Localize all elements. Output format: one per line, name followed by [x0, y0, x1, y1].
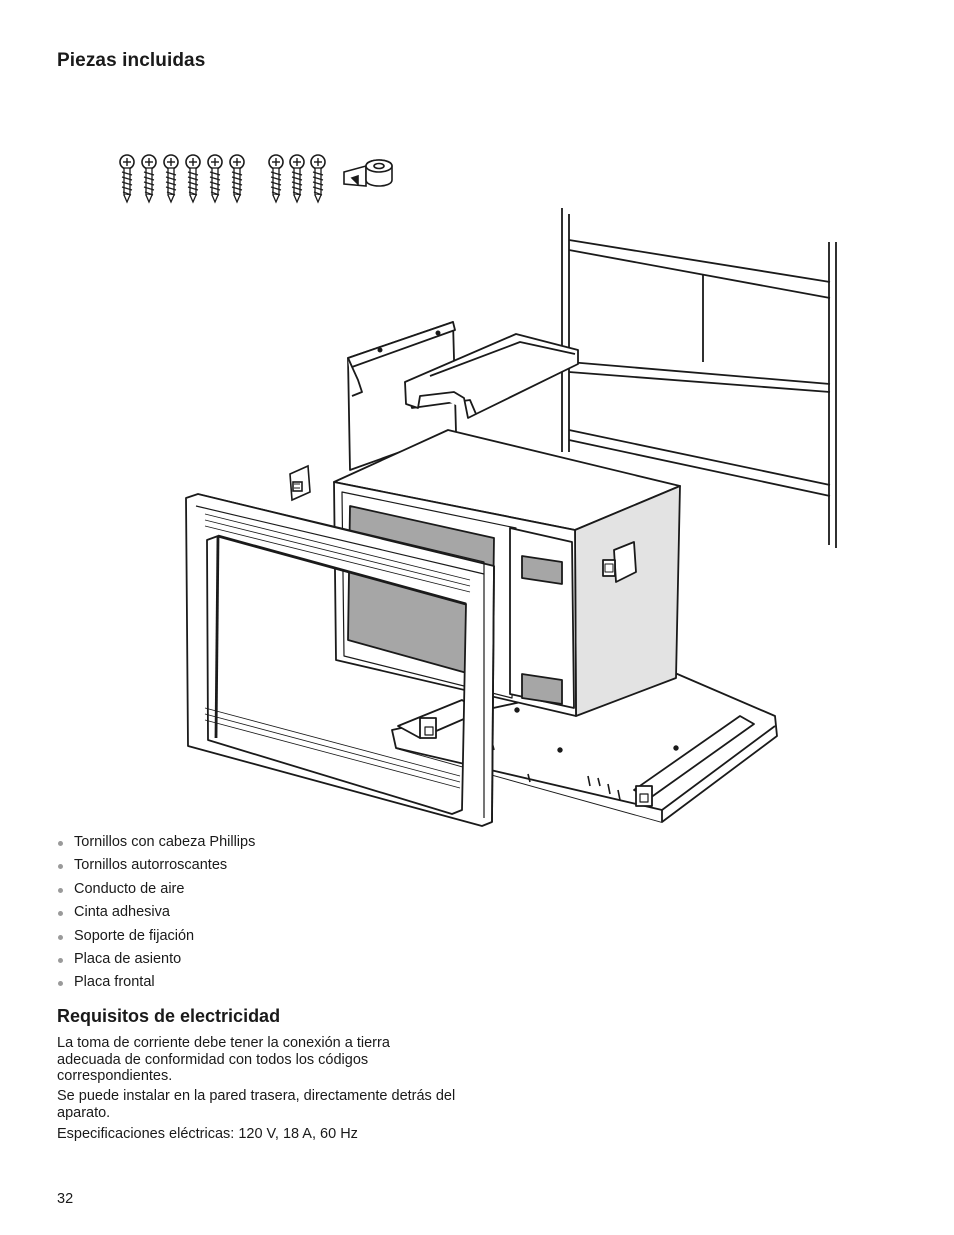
- list-item: Cinta adhesiva: [57, 902, 255, 925]
- list-item: Tornillos con cabeza Phillips: [57, 832, 255, 855]
- adhesive-tape-roll-icon: [343, 159, 393, 187]
- phillips-screw-icon: [119, 154, 245, 203]
- page-title: Piezas incluidas: [57, 50, 206, 71]
- installation-kit-illustration: [119, 154, 837, 827]
- electrical-requirements-heading: Requisitos de electricidad: [57, 1006, 281, 1026]
- mounting-bracket-drawing: [289, 464, 311, 502]
- list-item: Placa frontal: [57, 972, 255, 995]
- list-item: Soporte de fijación: [57, 926, 255, 949]
- cabinet-drawing: [561, 208, 837, 548]
- electrical-specs-paragraph: Especificaciones eléctricas: 120 V, 18 A…: [57, 1126, 358, 1142]
- grounding-paragraph: La toma de corriente debe tener la conex…: [57, 1035, 390, 1084]
- list-item: Conducto de aire: [57, 879, 255, 902]
- air-duct-drawing: [347, 321, 579, 471]
- front-frame-drawing: [185, 493, 495, 827]
- outlet-location-paragraph: Se puede instalar en la pared trasera, d…: [57, 1088, 456, 1121]
- parts-list: Tornillos con cabeza Phillips Tornillos …: [57, 832, 255, 996]
- list-item: Tornillos autorroscantes: [57, 855, 255, 878]
- self-tapping-screw-icon: [268, 154, 326, 203]
- list-item: Placa de asiento: [57, 949, 255, 972]
- page-number: 32: [57, 1191, 74, 1207]
